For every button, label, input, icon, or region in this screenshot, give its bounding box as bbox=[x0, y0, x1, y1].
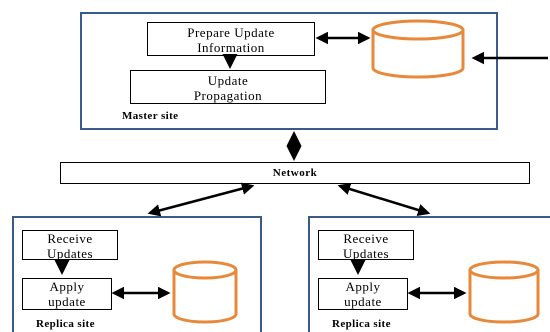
master-site-label: Master site bbox=[122, 110, 179, 122]
master-database-icon bbox=[371, 19, 465, 79]
update-propagation-line-2: Propagation bbox=[193, 88, 263, 103]
prepare-update-info-box: Prepare Update Information bbox=[147, 22, 315, 56]
replica-right-database-icon bbox=[468, 260, 540, 324]
update-propagation-box: Update Propagation bbox=[130, 70, 326, 104]
apply-update-box-left: Apply update bbox=[22, 278, 112, 310]
prepare-update-line-1: Prepare Update bbox=[187, 25, 275, 40]
prepare-update-line-2: Information bbox=[197, 40, 265, 55]
replica-site-left-label: Replica site bbox=[36, 318, 95, 330]
replica-site-right-label: Replica site bbox=[332, 318, 391, 330]
receive-updates-left-line-2: Updates bbox=[46, 246, 94, 261]
update-propagation-line-1: Update bbox=[207, 73, 249, 88]
receive-updates-right-line-1: Receive bbox=[343, 231, 389, 246]
arrow-network-to-replica-left bbox=[147, 182, 255, 217]
replica-left-database-icon bbox=[172, 260, 238, 324]
apply-update-box-right: Apply update bbox=[318, 278, 408, 310]
receive-updates-box-left: Receive Updates bbox=[22, 230, 118, 261]
receive-updates-left-line-1: Receive bbox=[47, 231, 93, 246]
network-bar: Network bbox=[60, 162, 530, 184]
arrow-network-to-replica-right bbox=[337, 182, 431, 217]
receive-updates-box-right: Receive Updates bbox=[318, 230, 414, 261]
receive-updates-right-line-2: Updates bbox=[342, 246, 390, 261]
apply-update-right-line-1: Apply bbox=[345, 279, 381, 294]
apply-update-left-line-2: update bbox=[48, 294, 86, 309]
apply-update-left-line-1: Apply bbox=[49, 279, 85, 294]
apply-update-right-line-2: update bbox=[344, 294, 382, 309]
